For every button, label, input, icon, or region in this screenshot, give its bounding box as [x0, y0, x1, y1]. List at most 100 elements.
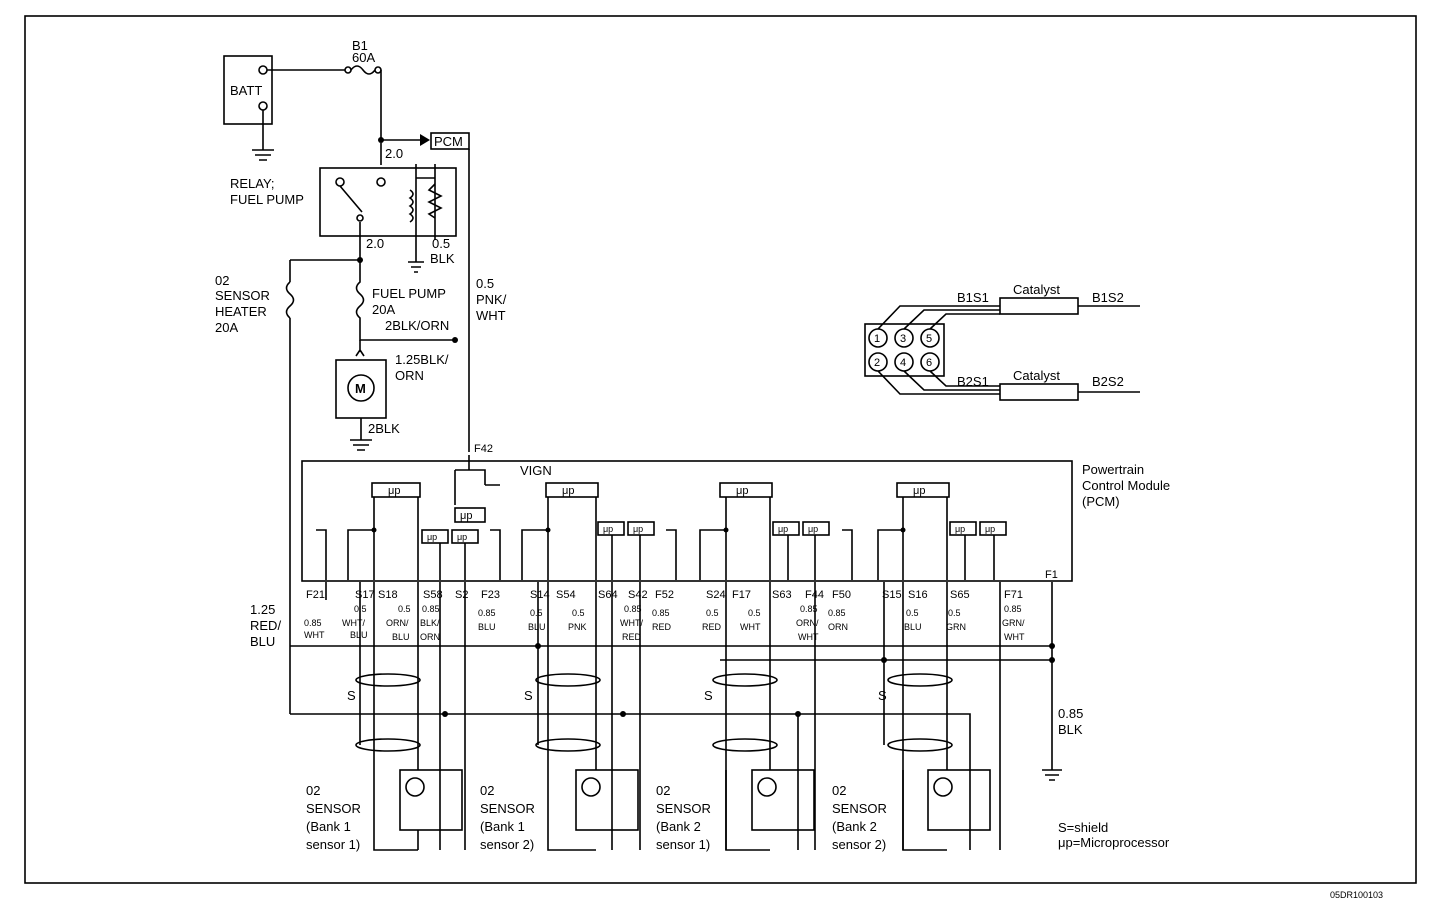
up-small-1b: μp	[457, 532, 467, 542]
pw-3b: BLK/	[420, 618, 440, 628]
wire-125-a: 1.25BLK/	[395, 352, 449, 367]
o2-heater-l1: 02	[215, 273, 229, 288]
wire-2blk-orn: 2BLK/ORN	[385, 318, 449, 333]
pw-4b: BLU	[478, 622, 496, 632]
fuel-pump-fuse-symbol	[355, 262, 455, 341]
sensor-1-l1: 02	[306, 783, 320, 798]
pcm-box	[301, 460, 1073, 582]
up-block-1: μp	[388, 485, 400, 497]
legend-up: μp=Microprocessor	[1058, 835, 1170, 850]
pw-13a: 0.5	[906, 608, 919, 618]
pin-label-19: F71	[1004, 589, 1023, 601]
motor-label: M	[355, 381, 366, 396]
pcm-label-l3: (PCM)	[1082, 494, 1120, 509]
pw-7c: RED	[622, 632, 642, 642]
pin-label-9: S42	[628, 589, 648, 601]
pw-10b: WHT	[740, 622, 761, 632]
sensor-3-l4: sensor 1)	[656, 837, 710, 852]
sensor-3-l3: (Bank 2	[656, 819, 701, 834]
pin-label-15: F50	[832, 589, 851, 601]
wire-pnkwht-c: WHT	[476, 308, 506, 323]
pin-label-8: S64	[598, 589, 618, 601]
shield-label-3: S	[704, 688, 713, 703]
fuse-b1-symbol	[350, 65, 376, 75]
sensor-2-l1: 02	[480, 783, 494, 798]
catalyst-label-2: Catalyst	[1013, 368, 1060, 383]
pin-f42: F42	[474, 443, 493, 455]
shield-label-1: S	[347, 688, 356, 703]
pw-5b: BLU	[528, 622, 546, 632]
pin-f1: F1	[1045, 569, 1058, 581]
battery-label: BATT	[230, 83, 262, 98]
pw-13b: BLU	[904, 622, 922, 632]
pw-15c: WHT	[1004, 632, 1025, 642]
o2-sensor-b2s1	[751, 769, 815, 831]
pw-7a: 0.85	[624, 604, 642, 614]
pw-0a: 0.85	[304, 618, 322, 628]
pw-11b: ORN/	[796, 618, 819, 628]
catalyst-bank1	[999, 297, 1079, 315]
wire-05blk-b: BLK	[430, 251, 455, 266]
pin-label-10: F52	[655, 589, 674, 601]
pcm-label-l2: Control Module	[1082, 478, 1170, 493]
sensor-1-l2: SENSOR	[306, 801, 361, 816]
up-small-2b: μp	[633, 524, 643, 534]
up-block-2: μp	[562, 485, 574, 497]
engine-block	[864, 323, 945, 377]
up-small-3a: μp	[778, 524, 788, 534]
pin-labels: F21 S17 S18 S58 S2 F23 S14 S54 S64 S42 F…	[306, 589, 1023, 601]
pw-7b: WHT/	[620, 618, 643, 628]
sensor-2-l3: (Bank 1	[480, 819, 525, 834]
up-small-3b: μp	[808, 524, 818, 534]
o2-heater-l2: SENSOR	[215, 288, 270, 303]
pw-6a: 0.5	[572, 608, 585, 618]
cyl-1: 1	[874, 333, 880, 345]
pin-label-17: S16	[908, 589, 928, 601]
pw-2c: BLU	[392, 632, 410, 642]
catalyst-bank2	[999, 383, 1079, 401]
sensor-1-l4: sensor 1)	[306, 837, 360, 852]
sensor-2-l4: sensor 2)	[480, 837, 534, 852]
pw-12a: 0.85	[828, 608, 846, 618]
pin-label-4: S2	[455, 589, 468, 601]
pw-8a: 0.85	[652, 608, 670, 618]
up-small-4a: μp	[955, 524, 965, 534]
wire-2-0-a: 2.0	[385, 146, 403, 161]
o2-sensor-b1s2	[575, 769, 639, 831]
catalyst-label-1: Catalyst	[1013, 282, 1060, 297]
pw-4a: 0.85	[478, 608, 496, 618]
wire-redblu-b: RED/	[250, 618, 281, 633]
o2-heater-l4: 20A	[215, 320, 238, 335]
b2s1-label: B2S1	[957, 374, 989, 389]
pcm-ref-box	[430, 132, 470, 150]
cyl-3: 3	[900, 333, 906, 345]
pw-8b: RED	[652, 622, 672, 632]
pw-3c: ORN	[420, 632, 440, 642]
shield-label-4: S	[878, 688, 887, 703]
wire-2blk: 2BLK	[368, 421, 400, 436]
sensor-2-l2: SENSOR	[480, 801, 535, 816]
pw-1c: BLU	[350, 630, 368, 640]
sensor-4-l3: (Bank 2	[832, 819, 877, 834]
pw-15b: GRN/	[1002, 618, 1025, 628]
pin-label-12: F17	[732, 589, 751, 601]
up-vign: μp	[460, 510, 472, 522]
wire-05blk-a: 0.5	[432, 236, 450, 251]
pw-9b: RED	[702, 622, 722, 632]
pin-label-16: S15	[882, 589, 902, 601]
pw-2a: 0.5	[398, 604, 411, 614]
pw-14a: 0.5	[948, 608, 961, 618]
cyl-5: 5	[926, 333, 932, 345]
pin-label-6: S14	[530, 589, 550, 601]
legend-shield: S=shield	[1058, 820, 1108, 835]
b2s2-label: B2S2	[1092, 374, 1124, 389]
sensor-1-l3: (Bank 1	[306, 819, 351, 834]
o2-heater-l3: HEATER	[215, 304, 267, 319]
vign-label: VIGN	[520, 463, 552, 478]
sensor-4-l4: sensor 2)	[832, 837, 886, 852]
pin-label-1: S17	[355, 589, 375, 601]
o2-sensor-b2s2	[927, 769, 991, 831]
pw-0b: WHT	[304, 630, 325, 640]
sensor-4-l1: 02	[832, 783, 846, 798]
cyl-6: 6	[926, 357, 932, 369]
